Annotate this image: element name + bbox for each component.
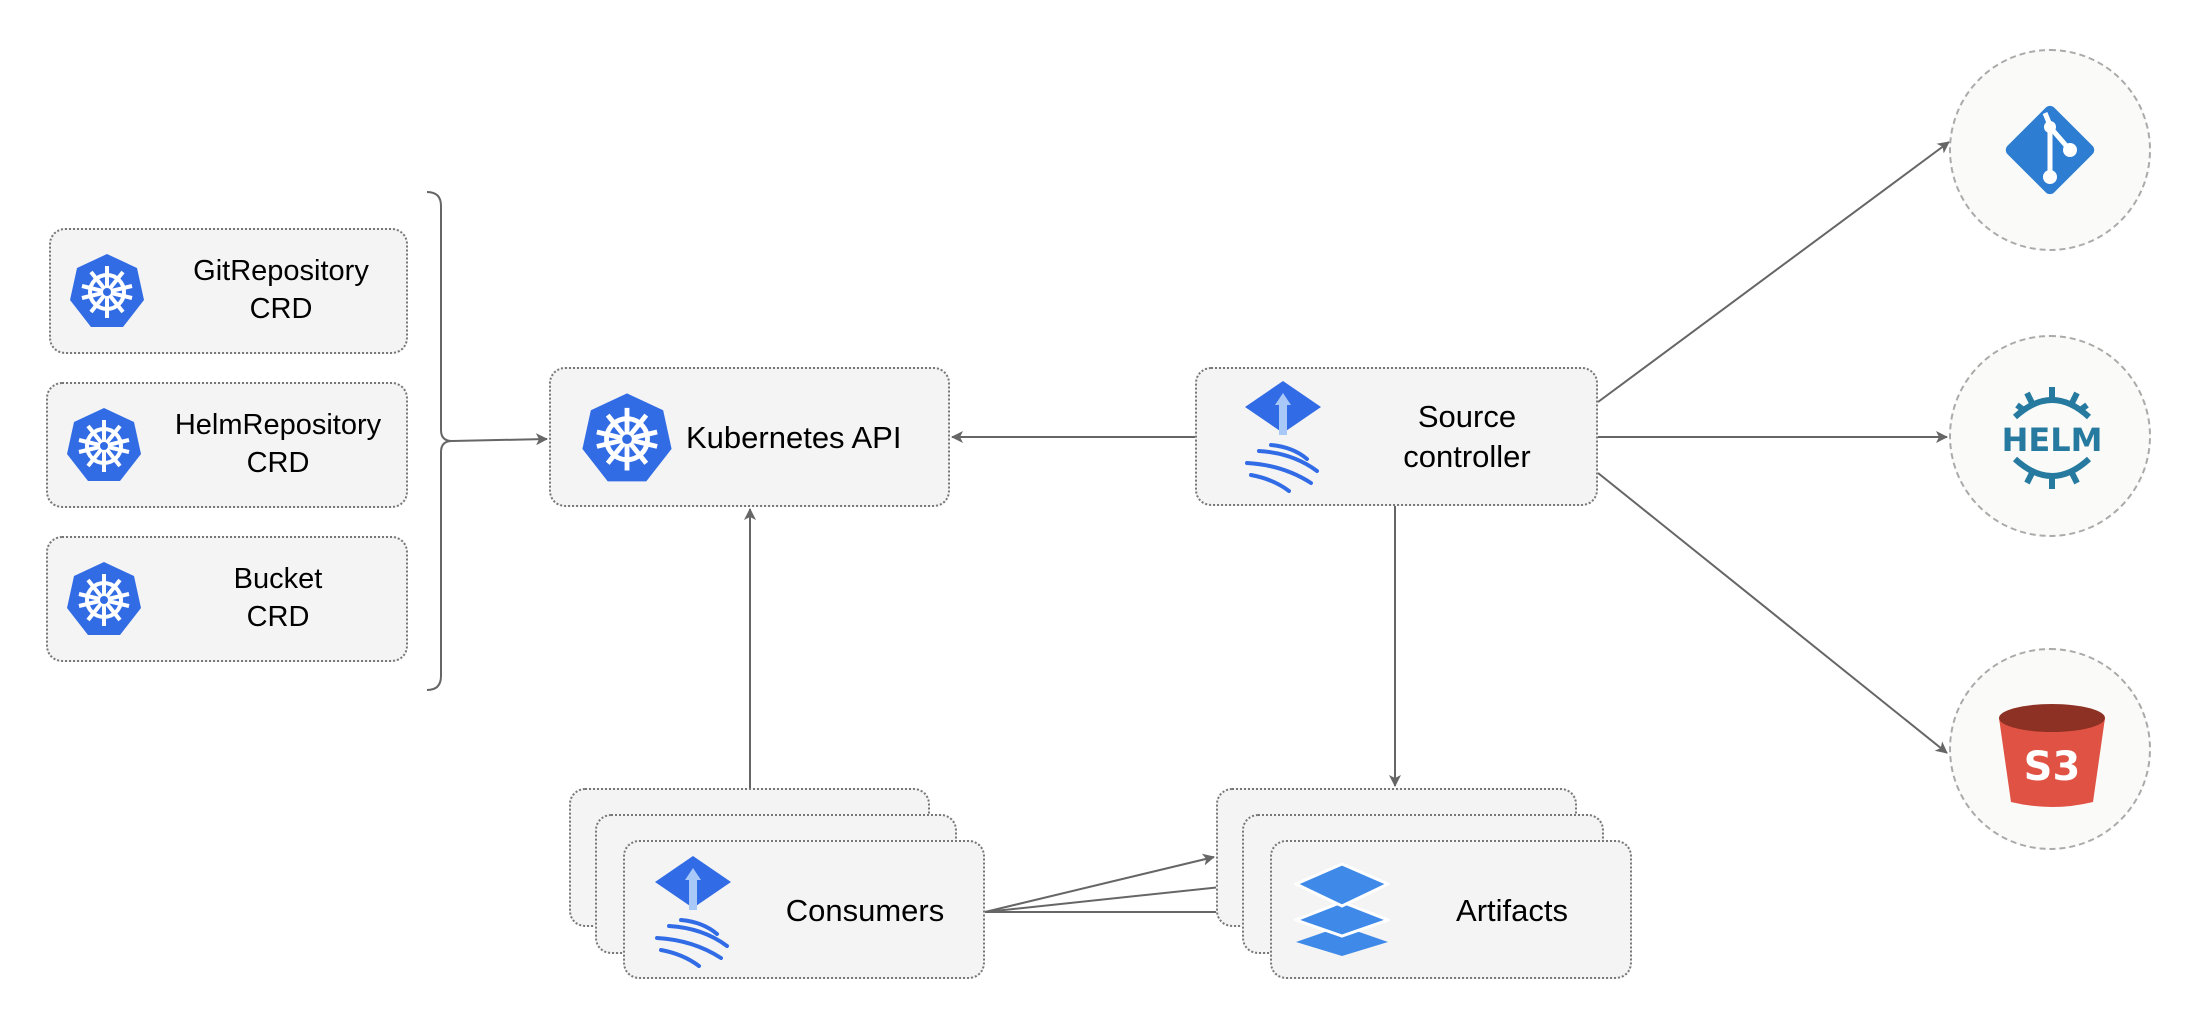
consumers-label: Consumers — [785, 893, 945, 928]
helm-source: HELM — [1949, 335, 2151, 537]
kubernetes-icon — [70, 254, 144, 327]
git-icon — [2005, 105, 2095, 195]
kubernetes-icon — [67, 408, 141, 481]
artifacts-node: Artifacts — [1270, 840, 1632, 979]
artifacts-label: Artifacts — [1456, 893, 1568, 928]
s3-text: S3 — [2024, 744, 2081, 790]
arrow-consumers-to-artifact-2 — [984, 880, 1241, 913]
kubernetes-icon — [67, 562, 141, 635]
flux-icon — [1245, 381, 1321, 493]
kubernetes-icon — [582, 393, 672, 482]
consumers-node: Consumers — [623, 840, 985, 979]
flux-icon — [655, 856, 731, 968]
arrow-controller-to-git — [1597, 141, 1950, 403]
s3-bucket-icon: S3 — [1999, 704, 2105, 807]
kubernetes-api-label: Kubernetes API — [686, 420, 902, 455]
crd-brace — [426, 191, 453, 691]
layers-icon — [1294, 862, 1390, 956]
arrow-controller-to-s3 — [1597, 472, 1948, 754]
arrow-crds-to-api — [451, 433, 548, 446]
git-source — [1949, 49, 2151, 251]
arrow-consumers-to-artifact-1 — [984, 853, 1215, 913]
helm-icon: HELM — [2002, 387, 2103, 489]
s3-source: S3 — [1949, 648, 2151, 850]
kubernetes-api-node: Kubernetes API — [549, 367, 950, 507]
helm-text: HELM — [2002, 421, 2103, 459]
